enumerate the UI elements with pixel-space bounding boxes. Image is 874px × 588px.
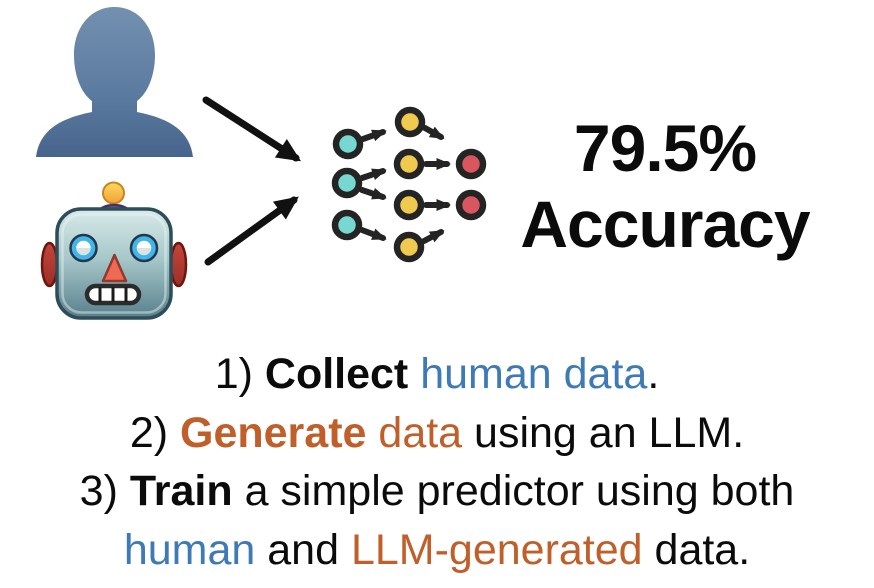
hidden-node [393,148,425,180]
step-segment: 3) [79,467,130,515]
robot-eye-right [129,233,159,263]
robot-mouth [84,283,142,306]
robot-eye-left [69,233,98,263]
robot-face-icon [40,181,188,320]
step-segment: 2) [129,408,181,457]
step-segment: . [647,350,660,398]
step-segment: human data [420,350,648,398]
arrow-human-to-model-icon [202,96,302,162]
human-silhouette-icon [36,7,193,157]
step-segment: Train [129,467,233,515]
robot-antenna-icon [102,181,125,205]
step-segment: using an LLM. [462,408,745,457]
neural-network-icon [331,106,487,263]
step-2: 2) Generate data using an LLM. [0,404,874,463]
accuracy-label: Accuracy [520,187,810,261]
step-4: human and LLM-generated data. [0,521,874,580]
step-segment: and [255,525,351,574]
input-arrows [202,96,302,266]
hidden-node [393,231,425,263]
step-segment [408,350,420,398]
robot-ear-right [169,241,188,288]
input-node [331,209,363,241]
input-node [331,167,363,199]
step-segment: Generate [180,408,367,457]
input-node [332,128,364,160]
step-segment: human [123,525,256,574]
accuracy-value: 79.5% [573,111,757,185]
step-segment: a simple predictor using both [232,467,795,515]
hidden-node [393,189,425,221]
step-segment: data. [642,525,751,574]
accuracy-block: 79.5% Accuracy [505,110,825,262]
step-segment: LLM-generated [350,525,643,574]
step-segment: data [366,408,463,457]
robot-ear-left [40,241,59,288]
robot-nose [101,253,128,283]
step-3: 3) Train a simple predictor using both [0,462,874,521]
steps: 1) Collect human data.2) Generate data u… [0,345,874,579]
step-segment: 1) [214,350,265,398]
output-node [455,148,487,180]
output-node [455,189,487,221]
step-segment: Collect [264,350,409,398]
step-1: 1) Collect human data. [0,345,874,404]
arrow-robot-to-model-icon [204,196,299,266]
hidden-node [394,106,426,138]
